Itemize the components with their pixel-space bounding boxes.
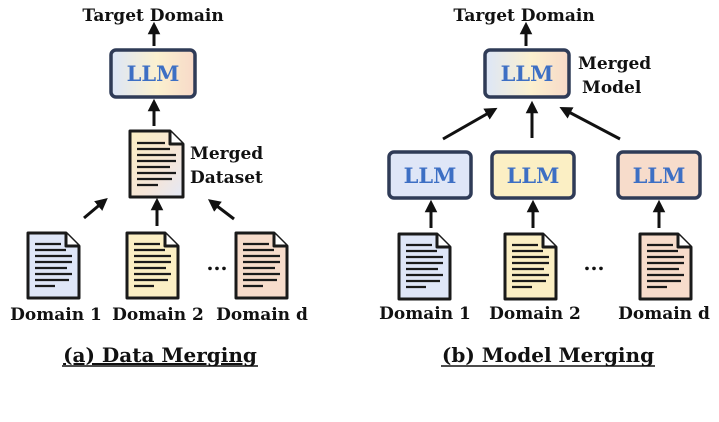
panel-b-ellipsis: ...	[584, 251, 605, 275]
panel-a-ellipsis: ...	[207, 251, 228, 275]
arrow-icon	[559, 107, 621, 141]
panel-a-caption: (a) Data Merging	[63, 343, 257, 367]
document-icon	[638, 232, 693, 301]
arrow-icon	[442, 107, 498, 141]
llm-box-icon: LLM	[387, 150, 473, 200]
document-icon	[397, 232, 452, 301]
document-icon	[125, 231, 180, 300]
panel-b-llm-1: LLM	[404, 163, 457, 188]
panel-b-llm-d: LLM	[633, 163, 686, 188]
llm-box-icon: LLM	[483, 48, 571, 99]
llm-box-icon: LLM	[109, 48, 197, 99]
panel-a-domain-1: Domain 1	[10, 305, 102, 325]
arrow-icon	[83, 197, 108, 220]
panel-b-llm-label: LLM	[501, 61, 554, 86]
panel-b-domain-2: Domain 2	[489, 304, 581, 324]
panel-b-domain-d: Domain d	[618, 304, 710, 324]
panel-a-domain-2: Domain 2	[112, 305, 204, 325]
llm-box-icon: LLM	[616, 150, 702, 200]
panel-b-domain-1: Domain 1	[379, 304, 471, 324]
panel-b-llm-2: LLM	[507, 163, 560, 188]
panel-b-merged-label-line1: Merged	[578, 54, 651, 74]
document-icon	[128, 129, 185, 199]
panel-b-target-label: Target Domain	[453, 6, 594, 26]
panel-a: Target Domain LLM Merged Dataset	[10, 6, 308, 367]
panel-a-domain-d: Domain d	[216, 305, 308, 325]
document-icon	[503, 232, 558, 301]
document-icon	[234, 231, 289, 300]
arrow-icon	[207, 199, 235, 221]
llm-box-icon: LLM	[490, 150, 576, 200]
document-icon	[26, 231, 81, 300]
panel-a-merged-label-line2: Dataset	[190, 168, 263, 188]
panel-a-target-label: Target Domain	[82, 6, 223, 26]
panel-b-caption: (b) Model Merging	[442, 343, 654, 367]
panel-a-merged-label-line1: Merged	[190, 144, 263, 164]
panel-b: Target Domain LLM Merged Model LLM LLM L…	[379, 6, 710, 367]
panel-b-merged-label-line2: Model	[582, 78, 642, 98]
panel-a-llm-label: LLM	[127, 61, 180, 86]
